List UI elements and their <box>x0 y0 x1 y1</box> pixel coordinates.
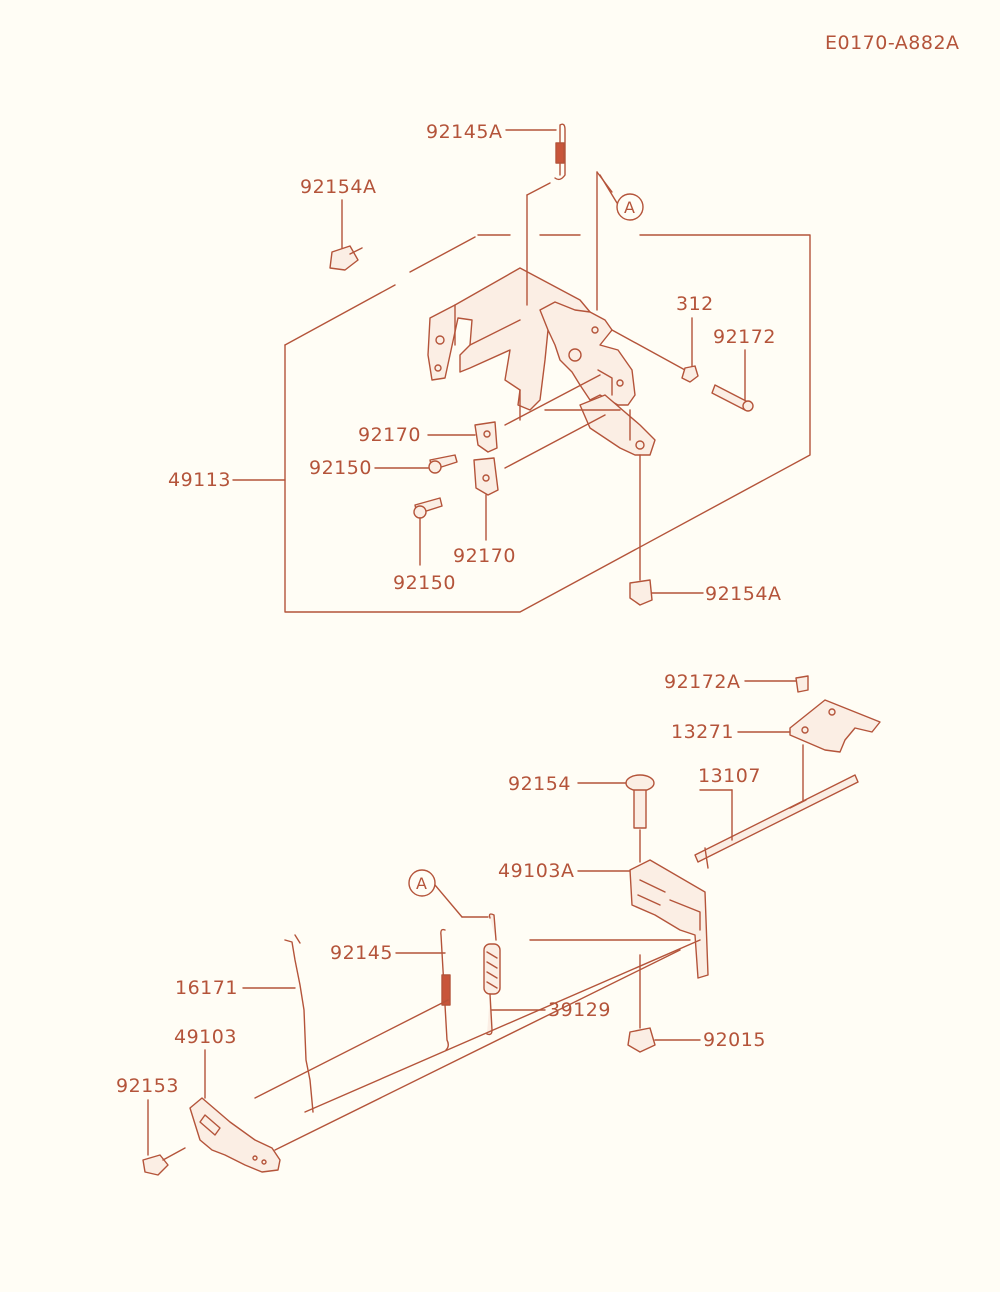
lever-49103 <box>189 1097 281 1173</box>
label-39129: 39129 <box>548 999 611 1021</box>
label-13107: 13107 <box>698 765 761 787</box>
label-49103: 49103 <box>174 1026 237 1048</box>
screw-92150-a <box>428 454 458 474</box>
screw-92172 <box>711 384 754 412</box>
screw-92172A <box>795 675 809 693</box>
throttle-lever <box>539 301 636 406</box>
label-92145: 92145 <box>330 942 393 964</box>
label-92170-a: 92170 <box>358 424 421 446</box>
nut-312 <box>681 365 699 383</box>
label-13271: 13271 <box>671 721 734 743</box>
diagram-code: E0170-A882A <box>825 32 960 54</box>
control-bracket <box>427 267 591 411</box>
callout-a-bottom-letter: A <box>416 874 427 893</box>
label-92145A: 92145A <box>426 121 503 143</box>
label-16171: 16171 <box>175 977 238 999</box>
plate-13271 <box>789 699 881 753</box>
callout-a-bottom <box>408 869 436 897</box>
rod-16171 <box>284 934 314 1113</box>
label-92154A-bottom: 92154A <box>705 583 782 605</box>
label-92154: 92154 <box>508 773 571 795</box>
lever-49103A <box>629 859 709 979</box>
bolt-92154 <box>625 774 655 829</box>
spring-coil-92145A <box>555 142 565 164</box>
label-312: 312 <box>676 293 714 315</box>
label-92150-a: 92150 <box>309 457 372 479</box>
label-92015: 92015 <box>703 1029 766 1051</box>
label-92172: 92172 <box>713 326 776 348</box>
callout-a-top-letter: A <box>624 198 635 217</box>
callout-a-top <box>616 193 644 221</box>
label-92150-b: 92150 <box>393 572 456 594</box>
spring-39129 <box>483 913 501 1036</box>
label-92153: 92153 <box>116 1075 179 1097</box>
label-49113: 49113 <box>168 469 231 491</box>
label-92172A: 92172A <box>664 671 741 693</box>
group-outline-49113 <box>232 234 811 613</box>
shaft-13107 <box>694 774 859 869</box>
label-92170-b: 92170 <box>453 545 516 567</box>
bolt-92154A-top <box>329 245 363 271</box>
label-49103A: 49103A <box>498 860 575 882</box>
nut-92015 <box>627 1027 656 1053</box>
clip-92170-a <box>474 421 498 453</box>
bolt-92154A-bottom <box>629 579 653 606</box>
bolt-92153 <box>142 1147 186 1176</box>
label-92154A-top: 92154A <box>300 176 377 198</box>
clip-92170-b <box>473 457 499 496</box>
spring-coil-92145 <box>441 974 451 1006</box>
screw-92150-b <box>413 497 443 519</box>
